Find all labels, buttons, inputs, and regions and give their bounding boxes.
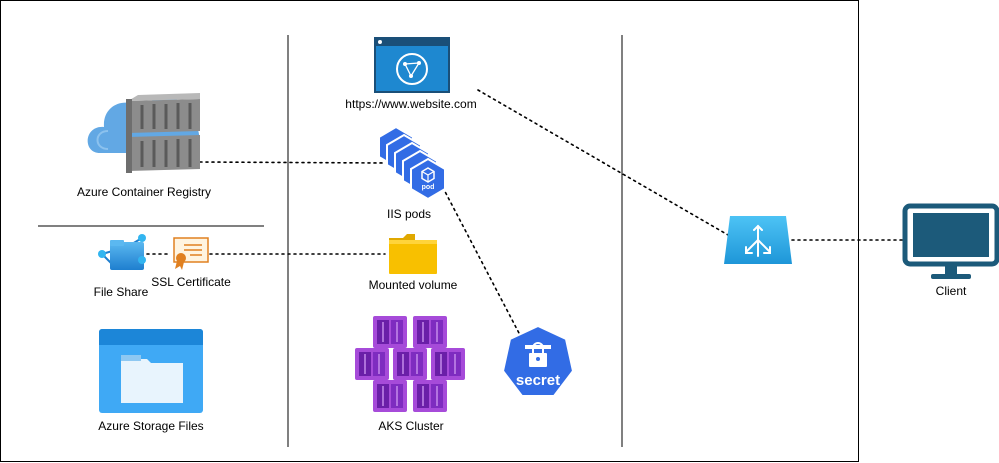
file-share-label: File Share [93,285,149,299]
browser-window-icon [374,37,450,93]
iis-pods-label: IIS pods [386,207,432,221]
azure-storage-files-icon [99,329,203,413]
secret-label: secret [516,372,560,389]
certificate-icon [173,237,209,270]
kubernetes-secret-icon: secret [501,324,575,397]
connector-website-to-lb [477,89,729,236]
file-share-icon [98,234,146,270]
client-label: Client [935,284,967,298]
pod-label: pod [422,184,435,191]
connector-pods-to-secret [439,181,521,336]
load-balancer-icon [724,216,792,264]
monitor-icon [902,203,999,279]
folder-icon [389,234,437,274]
acr-label: Azure Container Registry [76,185,212,199]
connector-acr-to-pods [199,161,386,164]
storage-label: Azure Storage Files [98,419,204,433]
azure-container-registry-icon [87,93,200,173]
outer-frame [0,0,859,462]
ssl-certificate-label: SSL Certificate [151,275,231,289]
mounted-volume-label: Mounted volume [368,278,458,292]
website-label: https://www.website.com [345,97,477,111]
kubernetes-pod-icon: pod [378,126,446,200]
aks-cluster-label: AKS Cluster [378,419,444,433]
aks-cluster-icon [354,315,466,413]
connectors [146,89,906,336]
